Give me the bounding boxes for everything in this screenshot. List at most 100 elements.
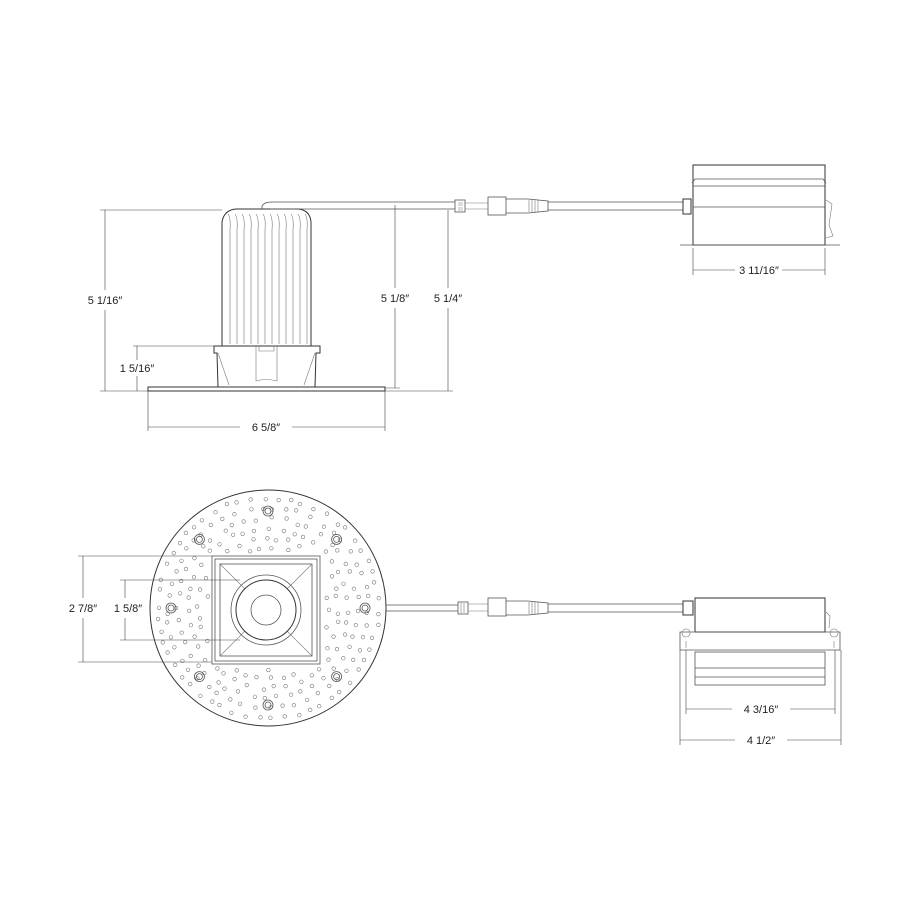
perforation-dot: [326, 657, 331, 662]
perforation-dot: [343, 525, 348, 530]
dim-label: 5 1/4″: [434, 293, 462, 305]
perforation-dot: [289, 497, 294, 503]
perforation-dot: [195, 676, 200, 681]
perforation-dot: [309, 683, 315, 689]
perforation-dot: [266, 667, 271, 673]
perforation-dot: [159, 629, 164, 634]
perforation-dot: [324, 625, 329, 630]
perforation-dot: [180, 675, 185, 680]
perforation-dot: [262, 695, 267, 701]
perforation-dot: [254, 674, 259, 680]
perforation-dot: [174, 569, 179, 574]
perforation-dot: [334, 586, 339, 591]
perforation-dot: [234, 500, 239, 505]
perforation-dot: [351, 657, 356, 663]
dim-label: 3 11/16″: [739, 265, 779, 277]
perforation-dot: [283, 683, 288, 689]
perforation-dot: [228, 697, 233, 702]
perforation-dot: [172, 645, 177, 650]
perforation-dot: [330, 542, 335, 548]
perforation-dot: [347, 644, 352, 649]
perforation-dot: [291, 672, 296, 677]
cable: [386, 604, 458, 612]
perforation-dot: [286, 537, 291, 542]
perforation-dot: [346, 610, 351, 615]
perforation-dot: [308, 514, 313, 520]
perforation-dot: [325, 646, 330, 651]
perforation-dot: [356, 594, 361, 600]
trim-collar: [213, 345, 321, 388]
dimension-driver-depth: 3 11/16″: [692, 248, 826, 277]
perforation-dot: [188, 653, 193, 659]
dimension-flange-width: 6 5/8″: [147, 391, 386, 434]
perforation-dot: [276, 498, 281, 503]
perforation-dot: [315, 690, 320, 696]
perforation-dot: [354, 562, 359, 567]
perforation-dot: [297, 502, 302, 507]
perforation-dot: [192, 555, 197, 561]
perforation-dot: [324, 595, 329, 601]
perforation-dot: [171, 550, 176, 556]
perforation-dot: [357, 648, 363, 653]
perforation-dot: [329, 559, 334, 564]
perforation-dot: [179, 630, 184, 635]
lens: [250, 594, 282, 626]
perforation-dot: [183, 566, 189, 572]
perforation-dot: [157, 605, 162, 610]
perforation-dot: [331, 634, 336, 639]
perforation-dot: [323, 549, 329, 554]
dim-label: 1 5/8″: [114, 603, 142, 615]
dimension-driver-bracket-length: 4 1/2″: [679, 650, 842, 747]
mounting-hole: [262, 699, 274, 711]
perforation-dot: [199, 562, 204, 568]
perforation-dot: [348, 680, 353, 685]
perforation-dot: [165, 650, 170, 655]
perforation-dot: [321, 676, 326, 681]
perforation-dot: [235, 689, 241, 694]
perforation-dot: [177, 540, 183, 546]
perforation-dot: [284, 516, 289, 521]
perforation-dot: [317, 704, 322, 709]
perforation-dot: [282, 714, 287, 719]
perforation-dot: [248, 497, 253, 502]
perforation-dot: [329, 574, 335, 579]
perforation-dot: [376, 596, 381, 601]
perforation-dot: [208, 522, 213, 528]
perforation-dot: [308, 707, 313, 713]
mounting-hole: [359, 602, 371, 614]
perforation-dot: [344, 668, 349, 673]
flange: [147, 386, 386, 392]
perforation-dot: [184, 546, 189, 551]
perforation-dot: [265, 536, 270, 541]
mounting-hole: [195, 673, 203, 680]
perforation-dot: [351, 586, 357, 591]
perforation-dot: [271, 683, 276, 689]
perforation-dot: [297, 713, 302, 718]
perforation-dot: [241, 519, 246, 524]
perforation-dot: [229, 522, 234, 528]
perforation-dot: [210, 699, 215, 704]
dimension-overall-height: 5 1/16″: [88, 209, 222, 392]
perforation-dot: [269, 515, 274, 520]
mounting-hole: [331, 671, 343, 682]
perforation-dot: [364, 585, 370, 590]
perforation-dot: [350, 634, 355, 639]
perforation-dot: [343, 561, 348, 567]
perforation-dot: [353, 538, 358, 543]
mounting-hole: [262, 505, 274, 517]
perforation-dot: [292, 532, 297, 537]
perforation-dot: [207, 684, 212, 690]
perforation-dot: [203, 658, 208, 663]
perforation-dot: [337, 689, 342, 695]
perforation-dot: [358, 548, 363, 553]
perforation-dot: [249, 507, 254, 512]
perforation-dot: [367, 647, 372, 652]
perforation-dot: [222, 686, 227, 691]
mounting-hole: [361, 604, 369, 612]
perforation-dot: [169, 581, 174, 586]
perforation-dot: [273, 538, 278, 543]
mounting-hole: [264, 507, 272, 515]
perforation-dot: [344, 595, 349, 600]
perforation-dot: [237, 543, 242, 549]
